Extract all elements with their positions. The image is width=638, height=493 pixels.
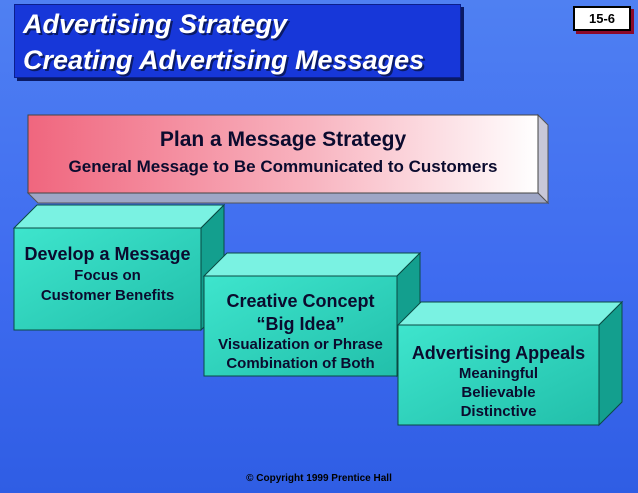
slide-subtitle: Creating Advertising Messages	[23, 45, 425, 75]
creative-concept-box	[202, 251, 422, 378]
develop-box-title: Develop a Message	[24, 244, 191, 264]
appeals-box-title: Advertising Appeals	[411, 343, 586, 363]
copyright-text: Copyright 1999 Prentice Hall	[256, 473, 392, 484]
develop-box-line1: Focus on	[74, 267, 141, 284]
plan-message-box	[26, 113, 550, 205]
concept-box-title: Creative Concept	[226, 291, 375, 311]
develop-box-line2: Customer Benefits	[40, 287, 175, 304]
appeals-box-line3: Distinctive	[460, 403, 537, 420]
copyright-symbol: ©	[246, 473, 254, 484]
plan-box-subtitle: General Message to Be Communicated to Cu…	[68, 157, 498, 176]
slide-number: 15-6	[573, 6, 631, 31]
concept-box-line1: “Big Idea”	[256, 314, 345, 334]
advertising-appeals-box	[396, 300, 624, 427]
concept-box-line2: Visualization or Phrase	[218, 336, 383, 353]
plan-box-title: Plan a Message Strategy	[159, 128, 407, 151]
copyright-notice: © Copyright 1999 Prentice Hall	[0, 473, 638, 484]
concept-box-line3: Combination of Both	[226, 355, 375, 372]
appeals-box-line1: Meaningful	[458, 365, 539, 382]
appeals-box-line2: Believable	[461, 384, 536, 401]
slide-title: Advertising Strategy	[23, 9, 288, 39]
title-box: Advertising Strategy Creating Advertisin…	[14, 4, 461, 78]
